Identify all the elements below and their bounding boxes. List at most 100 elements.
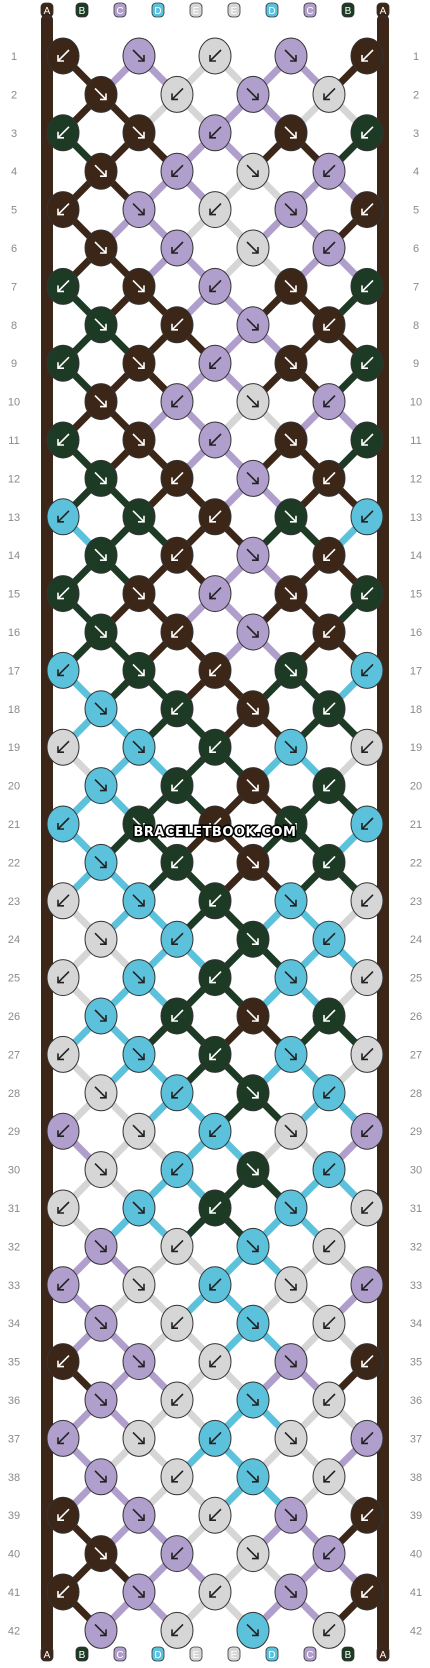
knot-arrow-icon: [284, 279, 297, 292]
knot: [198, 344, 232, 382]
knot-arrowhead-icon: [252, 247, 259, 254]
row-number-right: 8: [413, 320, 419, 332]
knot-arrow-icon: [246, 1470, 259, 1483]
knot-arrowhead-icon: [323, 554, 330, 561]
strand-tab: [341, 2, 355, 18]
knot: [84, 306, 118, 344]
knot-arrow-icon: [246, 932, 259, 945]
knot-arrow-icon: [132, 203, 145, 216]
knot-arrowhead-icon: [57, 899, 64, 907]
strand-letter: D: [268, 6, 275, 17]
knot: [274, 1035, 308, 1073]
knot-arrow-icon: [209, 817, 222, 830]
knot: [350, 267, 384, 305]
knot: [312, 690, 346, 728]
knot-arrow-icon: [361, 1201, 374, 1214]
strand-tab: [113, 2, 127, 18]
knot: [312, 1535, 346, 1573]
knot-arrowhead-icon: [361, 1207, 368, 1214]
knot-arrow-icon: [57, 356, 70, 369]
knot: [160, 306, 194, 344]
knot: [46, 1343, 80, 1381]
knot-arrow-icon: [361, 126, 374, 139]
knot: [160, 1227, 194, 1265]
knot: [84, 997, 118, 1035]
knot-arrowhead-icon: [57, 1591, 64, 1598]
strand-tab: [376, 2, 390, 18]
knot-arrow-icon: [132, 1431, 145, 1444]
knot-arrowhead-icon: [57, 1207, 64, 1214]
knot: [84, 767, 118, 805]
knot-arrowhead-icon: [171, 93, 178, 101]
knot-arrowhead-icon: [361, 55, 368, 62]
knot-arrow-icon: [132, 587, 145, 600]
knot-arrow-icon: [171, 1163, 184, 1176]
knot-arrowhead-icon: [323, 1015, 330, 1022]
knot: [122, 1343, 156, 1381]
knot-arrowhead-icon: [252, 1399, 259, 1406]
knot-arrow-icon: [284, 356, 297, 369]
knot-arrow-icon: [94, 471, 107, 484]
knot: [312, 843, 346, 881]
strand-letter: B: [79, 6, 86, 17]
knot-arrow-icon: [171, 1547, 184, 1560]
knot: [122, 651, 156, 689]
knot-arrow-icon: [209, 1201, 222, 1214]
knot: [46, 1573, 80, 1611]
knot-arrowhead-icon: [171, 1552, 178, 1560]
knot-arrowhead-icon: [252, 323, 259, 331]
knot-arrow-icon: [94, 1009, 107, 1022]
knot: [160, 920, 194, 958]
knot-arrow-icon: [57, 1508, 70, 1521]
knot-arrowhead-icon: [100, 1245, 107, 1253]
knot-arrow-icon: [132, 740, 145, 753]
knot-arrowhead-icon: [100, 554, 107, 561]
knot-arrow-icon: [284, 1201, 297, 1214]
strand-letter: B: [345, 6, 352, 17]
knot: [350, 498, 384, 536]
knot: [122, 575, 156, 613]
knot: [46, 191, 80, 229]
strand-tab: [40, 1646, 54, 1662]
knot: [122, 728, 156, 766]
knot: [84, 1611, 118, 1649]
knot-arrow-icon: [361, 971, 374, 984]
knot-arrow-icon: [94, 779, 107, 792]
knot-arrow-icon: [94, 1163, 107, 1176]
knot: [198, 1112, 232, 1150]
knot: [160, 843, 194, 881]
knot: [198, 1419, 232, 1457]
knot: [160, 1151, 194, 1189]
knot: [274, 1496, 308, 1534]
knot-arrow-icon: [57, 49, 70, 62]
knot-arrowhead-icon: [171, 170, 178, 177]
knot-arrowhead-icon: [209, 592, 216, 600]
knot-arrow-icon: [246, 1009, 259, 1022]
knot-arrowhead-icon: [57, 285, 64, 293]
knot-arrow-icon: [94, 318, 107, 331]
knot: [46, 498, 80, 536]
knot: [350, 421, 384, 459]
row-number-left: 7: [11, 281, 17, 293]
knot-arrowhead-icon: [361, 1283, 368, 1291]
knot-arrow-icon: [209, 433, 222, 446]
row-number-left: 8: [11, 320, 17, 332]
knot-arrowhead-icon: [57, 439, 64, 446]
knot-arrow-icon: [284, 663, 297, 676]
knot: [274, 651, 308, 689]
knot: [122, 498, 156, 536]
knot-arrowhead-icon: [138, 1130, 145, 1137]
knot-arrow-icon: [361, 1047, 374, 1060]
knot: [160, 383, 194, 421]
knot-arrowhead-icon: [171, 631, 178, 638]
knot: [198, 1266, 232, 1304]
knot-arrowhead-icon: [138, 55, 145, 62]
knot-arrow-icon: [323, 1547, 336, 1560]
knot-arrowhead-icon: [361, 1437, 368, 1445]
knot-arrowhead-icon: [323, 1475, 330, 1483]
knot: [122, 1496, 156, 1534]
knot-arrowhead-icon: [209, 1360, 216, 1368]
knot: [122, 421, 156, 459]
knot-arrow-icon: [361, 433, 374, 446]
knot-arrow-icon: [323, 1009, 336, 1022]
